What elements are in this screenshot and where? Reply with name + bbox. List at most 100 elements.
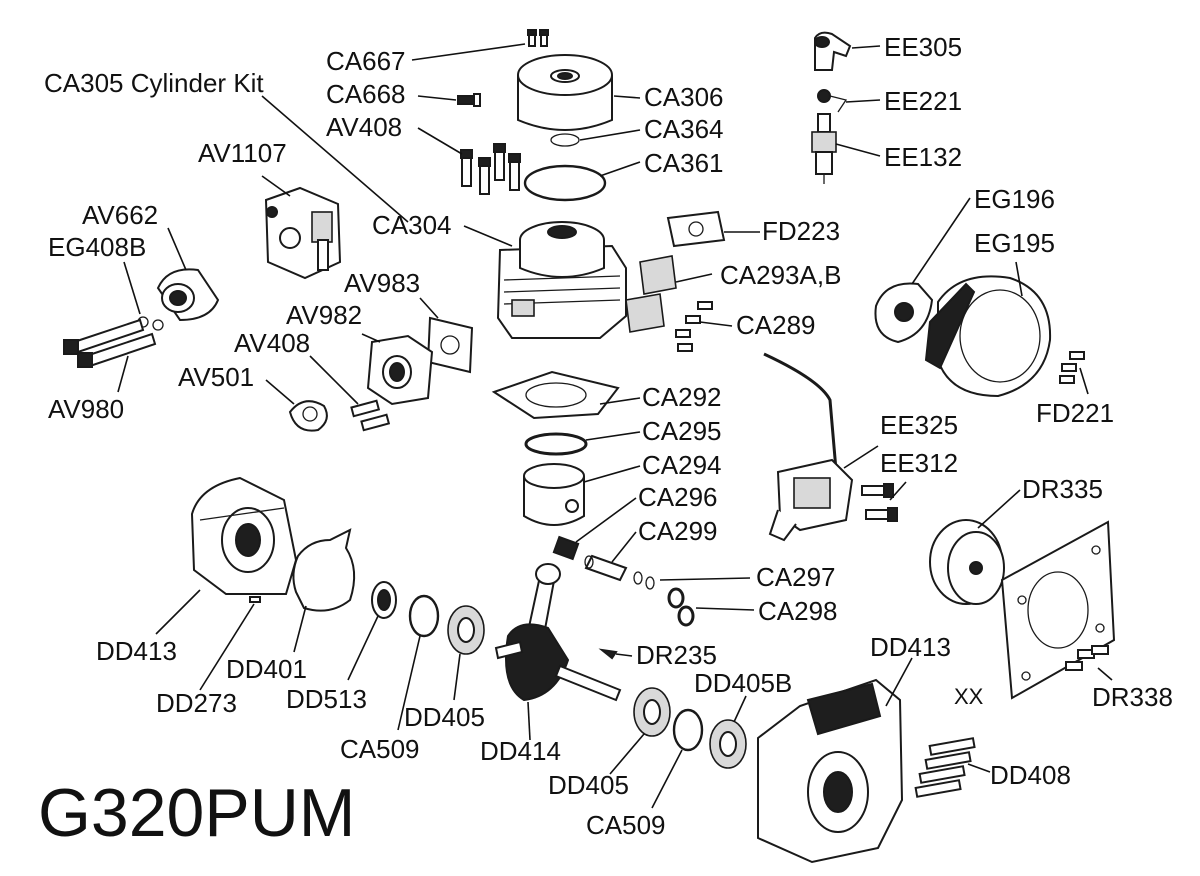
- part-ee132-spark-plug: [811, 113, 837, 184]
- part-labels: CA667 CA668 AV408 CA305 Cylinder Kit CA3…: [44, 32, 1173, 840]
- label-av1107: AV1107: [198, 138, 287, 168]
- label-ca305-kit: CA305 Cylinder Kit: [44, 68, 264, 98]
- label-ee305: EE305: [884, 32, 962, 62]
- part-ee325-ignition-coil: [763, 352, 854, 542]
- part-ca668-screw: [457, 93, 481, 107]
- part-eg196-starter-pawl: [874, 282, 934, 344]
- label-av408-lower: AV408: [234, 328, 310, 358]
- part-av408-bolts-upper: [460, 143, 521, 195]
- part-ca294-piston: [523, 463, 585, 526]
- label-dd413-right: DD413: [870, 632, 951, 662]
- part-ca364-o-ring: [550, 133, 580, 147]
- part-dd413-crankcase-right: [757, 678, 904, 864]
- label-ca293ab: CA293A,B: [720, 260, 841, 290]
- label-av501: AV501: [178, 362, 254, 392]
- part-dr335-flywheel: [929, 519, 1005, 605]
- part-fd221-screws: [1059, 351, 1085, 384]
- leader-lines: [117, 43, 1113, 809]
- label-ca668: CA668: [326, 79, 406, 109]
- label-dd414: DD414: [480, 736, 561, 766]
- part-dd273-pin: [249, 596, 261, 603]
- part-ca292-gasket: [491, 370, 620, 420]
- part-dd513-seal: [371, 581, 397, 619]
- part-ca361-gasket: [523, 164, 607, 202]
- part-ca293-plates: [625, 255, 677, 333]
- label-fd221: FD221: [1036, 398, 1114, 428]
- label-dd513: DD513: [286, 684, 367, 714]
- part-av980-bolts: [63, 318, 157, 368]
- label-av983: AV983: [344, 268, 420, 298]
- part-ca306-head-cover: [517, 54, 613, 131]
- label-dd408: DD408: [990, 760, 1071, 790]
- label-xx: XX: [954, 684, 984, 709]
- label-ee312: EE312: [880, 448, 958, 478]
- part-eg195-starter-housing: [924, 275, 1052, 398]
- part-dr338-screws: [1065, 645, 1109, 671]
- label-ca364: CA364: [644, 114, 724, 144]
- label-ca306: CA306: [644, 82, 724, 112]
- label-dr338: DR338: [1092, 682, 1173, 712]
- part-av501-plate: [288, 400, 328, 432]
- part-dr235-key: [598, 648, 618, 660]
- label-dd405-left: DD405: [404, 702, 485, 732]
- part-dd405-bearing-left: [447, 605, 485, 655]
- part-av1107-carburetor: [264, 186, 342, 280]
- part-ca509-circlip-right: [672, 708, 704, 752]
- label-ee132: EE132: [884, 142, 962, 172]
- part-ca667-screws: [527, 29, 549, 47]
- label-ca509-left: CA509: [340, 734, 420, 764]
- label-av408-upper: AV408: [326, 112, 402, 142]
- label-fd223: FD223: [762, 216, 840, 246]
- label-ca297: CA297: [756, 562, 836, 592]
- part-dd408-bolts: [914, 737, 976, 798]
- label-av980: AV980: [48, 394, 124, 424]
- part-ca297-circlips: [633, 571, 655, 590]
- label-dr235: DR235: [636, 640, 717, 670]
- label-ca361: CA361: [644, 148, 724, 178]
- label-ca304: CA304: [372, 210, 452, 240]
- part-ee305-plug-cap: [814, 31, 852, 71]
- label-eg196: EG196: [974, 184, 1055, 214]
- label-av662: AV662: [82, 200, 158, 230]
- part-dd401-gasket: [292, 528, 356, 612]
- label-ca667: CA667: [326, 46, 406, 76]
- label-ca298: CA298: [758, 596, 838, 626]
- part-av662-intake: [156, 268, 220, 322]
- label-dd405b: DD405B: [694, 668, 792, 698]
- part-dd405-bearing-right: [633, 687, 671, 737]
- label-eg408b: EG408B: [48, 232, 146, 262]
- label-ca296: CA296: [638, 482, 718, 512]
- model-title: G320PUM: [38, 775, 355, 851]
- part-ca295-piston-rings: [524, 432, 588, 456]
- part-fd223-gasket: [666, 210, 726, 248]
- label-ca289: CA289: [736, 310, 816, 340]
- label-dd405-right: DD405: [548, 770, 629, 800]
- label-eg195: EG195: [974, 228, 1055, 258]
- part-av408-bolts-lower: [350, 399, 391, 432]
- label-ca509-right: CA509: [586, 810, 666, 840]
- part-dd413-crankcase-left: [190, 476, 298, 595]
- label-dd401: DD401: [226, 654, 307, 684]
- part-ca304-cylinder: [496, 221, 627, 339]
- part-dd405b-bearing: [709, 719, 747, 769]
- part-ca509-circlip-left: [408, 594, 440, 638]
- part-dd414-crankshaft: [494, 563, 622, 702]
- part-ca296-bearing: [552, 535, 580, 561]
- label-ca299: CA299: [638, 516, 718, 546]
- part-ee221-spring: [817, 89, 848, 113]
- part-av982-spacer: [366, 334, 434, 406]
- part-av983-gasket: [426, 316, 474, 374]
- label-dd273: DD273: [156, 688, 237, 718]
- part-ca289-screws: [675, 301, 713, 352]
- part-ee312-screws: [861, 483, 898, 522]
- part-ca298-washers: [667, 587, 695, 627]
- label-av982: AV982: [286, 300, 362, 330]
- label-dr335: DR335: [1022, 474, 1103, 504]
- label-ee221: EE221: [884, 86, 962, 116]
- label-ca292: CA292: [642, 382, 722, 412]
- label-ca294: CA294: [642, 450, 722, 480]
- label-dd413-left: DD413: [96, 636, 177, 666]
- label-ca295: CA295: [642, 416, 722, 446]
